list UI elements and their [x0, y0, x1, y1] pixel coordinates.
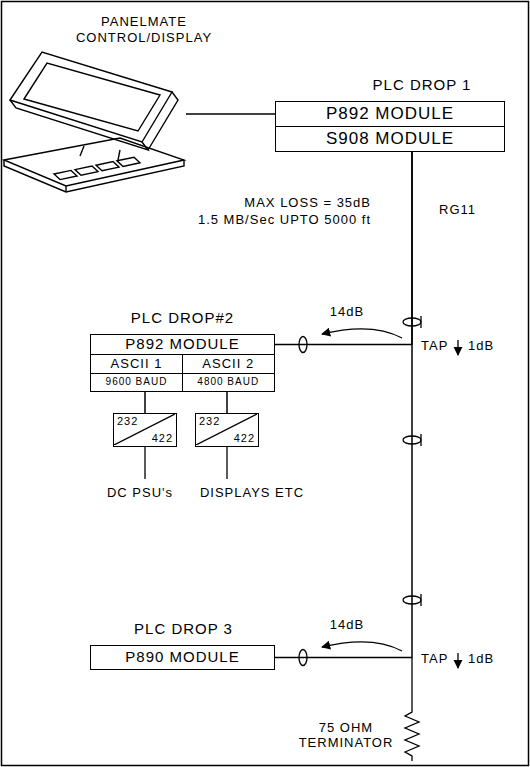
module-box: PLC DROP 3P890 MODULE	[90, 645, 275, 670]
module-box: P892 MODULE	[90, 334, 275, 355]
coil-tick	[420, 434, 421, 446]
tap-label: TAP	[420, 339, 449, 354]
tap-loss: 14dB	[329, 305, 365, 320]
module-box: P892 MODULE	[275, 101, 505, 127]
plc-drop: PLC DROP 1P892 MODULES908 MODULE	[275, 101, 505, 152]
ascii-port: ASCII 24800 BAUD	[182, 354, 276, 393]
box-text: 232	[199, 415, 220, 428]
keyboard-key	[117, 157, 140, 166]
coil-tick	[420, 316, 421, 328]
box-text: ASCII 2	[183, 355, 275, 374]
ascii-port: ASCII 19600 BAUD	[90, 354, 183, 393]
terminator-resistor	[405, 658, 419, 762]
cable-link	[226, 392, 228, 413]
keyboard-key	[54, 170, 77, 179]
box-text: P892 MODULE	[91, 335, 274, 354]
box-text: 422	[152, 432, 173, 445]
computer-outline	[80, 146, 120, 160]
drop-heading: PANELMATE CONTROL/DISPLAY	[64, 14, 224, 47]
device-label: DISPLAYS ETC	[199, 486, 305, 501]
loss-arrow	[322, 642, 402, 651]
tap-arrow	[457, 340, 458, 355]
box-text: 4800 BAUD	[183, 374, 275, 390]
computer-outline	[4, 160, 184, 192]
box-text: P890 MODULE	[91, 646, 274, 669]
tap-arrow	[457, 653, 458, 668]
cable-type: RG11	[438, 203, 477, 218]
computer-outline	[24, 63, 160, 131]
serial-wire	[226, 447, 227, 479]
box-text: ASCII 1	[91, 355, 182, 374]
module-box: S908 MODULE	[275, 126, 505, 152]
box-text: 422	[234, 432, 255, 445]
tap-loss: 14dB	[329, 618, 365, 633]
keyboard-key	[96, 162, 119, 171]
device-label: DC PSU's	[106, 486, 174, 501]
converter-box: 232 422	[113, 413, 177, 447]
drop-heading: PLC DROP 3	[91, 620, 276, 638]
cable-link	[144, 392, 146, 413]
speed-note: 1.5 MB/Sec UPTO 5000 ft	[197, 213, 372, 228]
loss-note: MAX LOSS = 35dB	[243, 196, 372, 211]
computer-outline	[148, 92, 178, 150]
plc-drop: PLC DROP#2P892 MODULEASCII 19600 BAUDASC…	[90, 334, 275, 392]
terminator-label: 75 OHM TERMINATOR	[295, 721, 397, 751]
computer-outline	[10, 100, 148, 150]
box-text: P892 MODULE	[276, 102, 504, 126]
box-text: 9600 BAUD	[91, 374, 182, 390]
tap-label: TAP	[420, 652, 449, 667]
computer-outline	[10, 52, 172, 142]
converter-diagonal	[114, 414, 175, 445]
converter-box: 232 422	[195, 413, 259, 447]
computer-outline	[4, 138, 184, 186]
box-text: S908 MODULE	[276, 127, 504, 151]
computer-outline	[65, 186, 66, 192]
drop-heading: PLC DROP 1	[307, 76, 530, 94]
coil-tick	[420, 594, 421, 606]
computer-terminal: PANELMATE CONTROL/DISPLAY	[4, 14, 186, 194]
converter-diagonal	[196, 414, 257, 445]
drop-heading: PLC DROP#2	[90, 309, 275, 327]
loss-arrow	[322, 329, 402, 338]
cable-link	[186, 113, 275, 115]
serial-wire	[144, 447, 145, 479]
box-text: 232	[117, 415, 138, 428]
coax-cable	[275, 152, 412, 345]
tap-loss: 1dB	[467, 652, 495, 667]
keyboard-key	[75, 166, 98, 175]
tap-loss: 1dB	[467, 339, 495, 354]
